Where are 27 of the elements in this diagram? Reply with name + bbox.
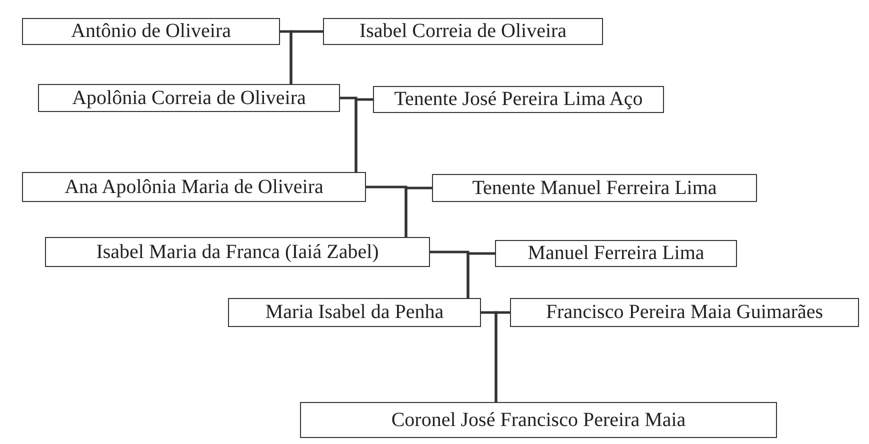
person-name: Isabel Correia de Oliveira bbox=[359, 20, 567, 43]
family-connector bbox=[290, 30, 323, 84]
person-box bbox=[22, 172, 366, 202]
family-connector bbox=[494, 311, 510, 402]
person-name: Isabel Maria da Franca (Iaiá Zabel) bbox=[96, 240, 379, 264]
person-name: Manuel Ferreira Lima bbox=[528, 242, 704, 265]
person-name: Tenente Manuel Ferreira Lima bbox=[472, 176, 717, 200]
person-name: Tenente José Pereira Lima Aço bbox=[394, 88, 643, 111]
family-connector bbox=[354, 98, 373, 172]
person-box bbox=[510, 298, 859, 327]
person-name: Francisco Pereira Maia Guimarães bbox=[546, 301, 824, 324]
person-name: Coronel José Francisco Pereira Maia bbox=[391, 408, 686, 432]
family-connector bbox=[466, 252, 495, 298]
person-name: Apolônia Correia de Oliveira bbox=[72, 86, 306, 110]
person-box bbox=[495, 240, 737, 267]
family-connector bbox=[404, 186, 432, 237]
person-name: Antônio de Oliveira bbox=[71, 20, 231, 43]
person-box bbox=[38, 84, 340, 112]
person-box bbox=[432, 174, 757, 202]
person-box bbox=[45, 237, 430, 267]
person-box bbox=[228, 298, 481, 327]
person-name: Ana Apolônia Maria de Oliveira bbox=[64, 176, 324, 198]
person-box bbox=[22, 18, 280, 45]
person-box bbox=[323, 18, 603, 45]
person-box bbox=[373, 86, 664, 113]
person-name: Maria Isabel da Penha bbox=[265, 301, 444, 324]
person-box bbox=[300, 402, 777, 438]
